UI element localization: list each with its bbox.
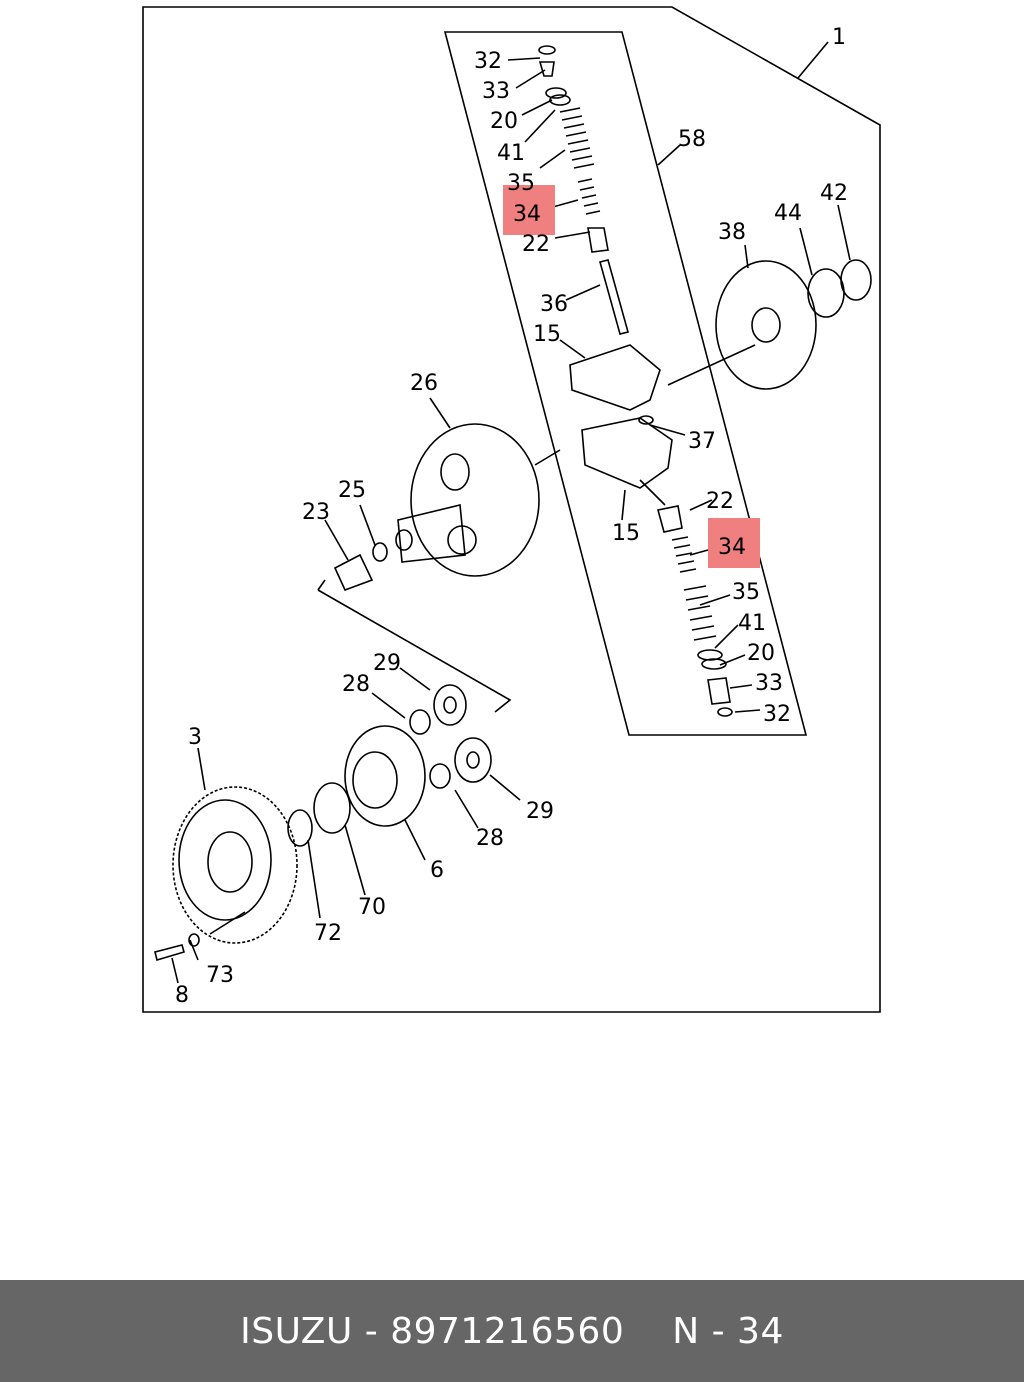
callout-22-upper: 22 bbox=[522, 232, 550, 257]
callout-41-lower: 41 bbox=[738, 611, 766, 636]
callout-35-upper: 35 bbox=[507, 171, 535, 196]
callout-25: 25 bbox=[338, 478, 366, 503]
callout-28-lower: 28 bbox=[476, 826, 504, 851]
callout-35-lower: 35 bbox=[732, 580, 760, 605]
callout-23: 23 bbox=[302, 500, 330, 525]
callout-32-upper: 32 bbox=[474, 49, 502, 74]
callout-3: 3 bbox=[188, 725, 202, 750]
callout-37: 37 bbox=[688, 429, 716, 454]
position-number: N - 34 bbox=[672, 1310, 784, 1352]
callout-28-upper: 28 bbox=[342, 672, 370, 697]
callout-38: 38 bbox=[718, 220, 746, 245]
outer-frame bbox=[142, 6, 881, 1013]
callout-15-lower: 15 bbox=[612, 521, 640, 546]
callout-34-lower: 34 bbox=[718, 535, 746, 560]
subassembly-frame bbox=[443, 31, 808, 736]
callout-44: 44 bbox=[774, 201, 802, 226]
callout-20-lower: 20 bbox=[747, 641, 775, 666]
callout-73: 73 bbox=[206, 963, 234, 988]
part-number-footer: ISUZU - 8971216560 N - 34 bbox=[0, 1280, 1024, 1382]
callout-6: 6 bbox=[430, 858, 444, 883]
callout-20-upper: 20 bbox=[490, 109, 518, 134]
callout-15-upper: 15 bbox=[533, 322, 561, 347]
callout-72: 72 bbox=[314, 921, 342, 946]
highlight-box-upper bbox=[503, 185, 555, 235]
callout-22-lower: 22 bbox=[706, 489, 734, 514]
callout-29-lower: 29 bbox=[526, 799, 554, 824]
callout-33-lower: 33 bbox=[755, 671, 783, 696]
callout-58: 58 bbox=[678, 127, 706, 152]
callout-42: 42 bbox=[820, 181, 848, 206]
callout-29-upper: 29 bbox=[373, 651, 401, 676]
callout-1: 1 bbox=[832, 25, 846, 50]
callout-8: 8 bbox=[175, 983, 189, 1008]
exploded-parts-diagram: 1 58 32 33 20 41 35 34 22 36 15 38 44 42… bbox=[142, 6, 881, 1013]
callout-36: 36 bbox=[540, 292, 568, 317]
callout-70: 70 bbox=[358, 895, 386, 920]
callout-34-upper: 34 bbox=[513, 202, 541, 227]
callout-33-upper: 33 bbox=[482, 79, 510, 104]
callout-32-lower: 32 bbox=[763, 702, 791, 727]
brand-part-number: ISUZU - 8971216560 bbox=[240, 1310, 625, 1352]
highlight-box-lower bbox=[708, 518, 760, 568]
callout-26: 26 bbox=[410, 371, 438, 396]
callout-41-upper: 41 bbox=[497, 141, 525, 166]
